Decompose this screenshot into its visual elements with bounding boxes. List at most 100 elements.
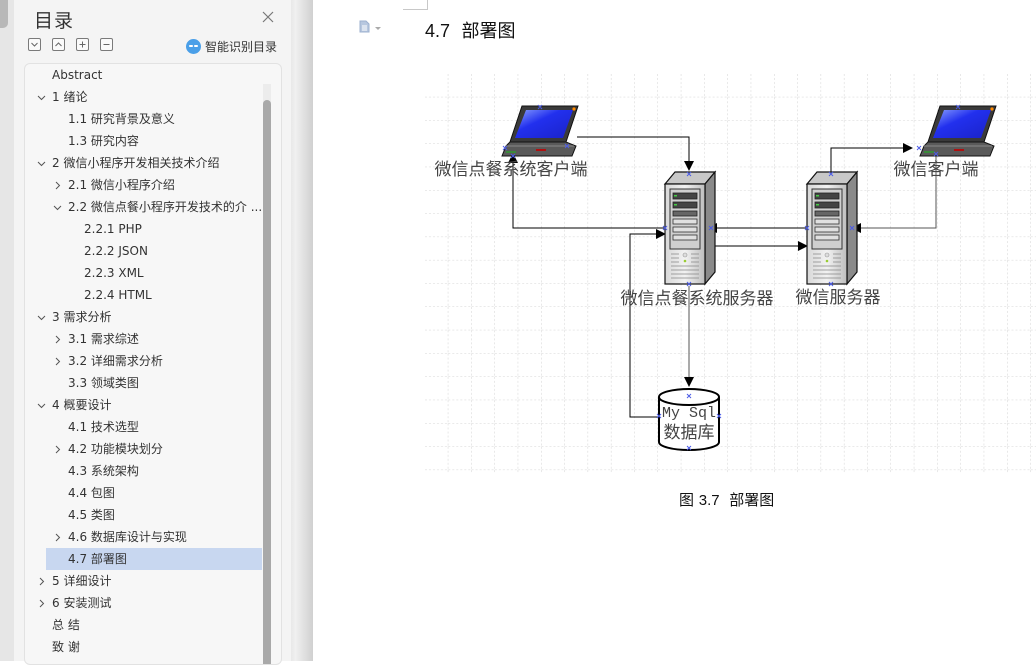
toc-item[interactable]: 1.3 研究内容 bbox=[25, 130, 263, 152]
toc-item[interactable]: 3 需求分析 bbox=[25, 306, 263, 328]
toc-item[interactable]: 2.2.1 PHP bbox=[25, 218, 263, 240]
toc-item-label: 4.7 部署图 bbox=[68, 552, 127, 566]
node-client-app[interactable]: 微信点餐系统客户端 bbox=[435, 105, 588, 180]
toc-item[interactable]: 4.3 系统架构 bbox=[25, 460, 263, 482]
figure-caption: 图 3.7 部署图 bbox=[679, 489, 774, 510]
toc-item[interactable]: 1 绪论 bbox=[25, 86, 263, 108]
toc-toolbar bbox=[28, 38, 113, 51]
toc-item-label: 4.6 数据库设计与实现 bbox=[68, 530, 187, 544]
expand-all-button[interactable] bbox=[28, 38, 41, 51]
toc-item-label: 4.4 包图 bbox=[68, 486, 115, 500]
caption-number: 3.7 bbox=[698, 492, 720, 509]
panel-resize-handle[interactable] bbox=[291, 0, 313, 661]
node-label-wechat-server: 微信服务器 bbox=[796, 288, 881, 308]
close-icon bbox=[262, 11, 274, 23]
toc-item-label: 3.3 领域类图 bbox=[68, 376, 139, 390]
toc-item[interactable]: 4.1 技术选型 bbox=[25, 416, 263, 438]
edge-db-to-app-server bbox=[629, 229, 666, 418]
toc-item[interactable]: 5 详细设计 bbox=[25, 570, 263, 592]
server-icon bbox=[806, 171, 858, 285]
toc-item-label: 6 安装测试 bbox=[52, 596, 112, 610]
toc-item[interactable]: 2.2.3 XML bbox=[25, 262, 263, 284]
toc-item[interactable]: 3.3 领域类图 bbox=[25, 372, 263, 394]
database-icon bbox=[657, 388, 720, 451]
toc-item[interactable]: 4.5 类图 bbox=[25, 504, 263, 526]
toc-item[interactable]: 2.2.2 JSON bbox=[25, 240, 263, 262]
edge-app-server-to-client bbox=[508, 153, 665, 229]
edge-wechat-server-to-wechat-client bbox=[830, 143, 913, 172]
edge-client-to-app-server bbox=[577, 136, 694, 171]
paragraph-options-button[interactable] bbox=[359, 20, 381, 33]
add-level-button[interactable] bbox=[76, 38, 89, 51]
collapse-all-button[interactable] bbox=[52, 38, 65, 51]
toc-item-label: 4.1 技术选型 bbox=[68, 420, 139, 434]
toc-item[interactable]: 4.7 部署图 bbox=[46, 548, 262, 570]
toc-title: 目录 bbox=[34, 10, 75, 32]
node-wechat-client[interactable]: 微信客户端 bbox=[894, 105, 997, 180]
toc-item-label: 2.2.3 XML bbox=[84, 266, 144, 280]
toc-item[interactable]: 2.1 微信小程序介绍 bbox=[25, 174, 263, 196]
document-icon bbox=[359, 20, 370, 33]
toc-item[interactable]: 总 结 bbox=[25, 614, 263, 636]
connection-point-markers bbox=[502, 104, 961, 451]
toc-item[interactable]: 致 谢 bbox=[25, 636, 263, 658]
chevron-down-icon[interactable] bbox=[36, 86, 48, 108]
page-corner-mark bbox=[403, 0, 428, 10]
toc-item[interactable]: 2.2.4 HTML bbox=[25, 284, 263, 306]
chevron-right-icon[interactable] bbox=[52, 328, 64, 350]
toc-item-label: Abstract bbox=[52, 68, 103, 82]
toc-item-label: 4.2 功能模块划分 bbox=[68, 442, 163, 456]
toc-item[interactable]: Abstract bbox=[25, 64, 263, 86]
toc-item[interactable]: 2.2 微信点餐小程序开发技术的介 ... bbox=[25, 196, 263, 218]
chevron-down-icon[interactable] bbox=[36, 152, 48, 174]
outer-scrollbar-track[interactable] bbox=[0, 0, 14, 661]
toc-item-label: 3.1 需求综述 bbox=[68, 332, 139, 346]
close-button[interactable] bbox=[260, 9, 276, 25]
node-wechat-server[interactable]: 微信服务器 bbox=[796, 171, 881, 308]
toc-item-label: 2.2.4 HTML bbox=[84, 288, 152, 302]
chevron-down-icon[interactable] bbox=[52, 196, 64, 218]
chevron-down-icon bbox=[31, 42, 38, 47]
chevron-right-icon[interactable] bbox=[36, 592, 48, 614]
document-page: 4.7 部署图 bbox=[313, 0, 1036, 661]
chevron-right-icon[interactable] bbox=[52, 526, 64, 548]
toc-item-label: 2.2.1 PHP bbox=[84, 222, 142, 236]
toc-item[interactable]: 2 微信小程序开发相关技术介绍 bbox=[25, 152, 263, 174]
chevron-right-icon[interactable] bbox=[52, 350, 64, 372]
chevron-right-icon[interactable] bbox=[52, 174, 64, 196]
toc-item[interactable]: 3.1 需求综述 bbox=[25, 328, 263, 350]
node-label-wechat-client: 微信客户端 bbox=[894, 160, 979, 180]
toc-scrollbar-thumb[interactable] bbox=[263, 100, 271, 664]
smart-recognize-label: 智能识别目录 bbox=[205, 40, 278, 54]
toc-item[interactable]: 1.1 研究背景及意义 bbox=[25, 108, 263, 130]
section-heading: 4.7 部署图 bbox=[425, 17, 515, 43]
toc-item[interactable]: 6 安装测试 bbox=[25, 592, 263, 614]
toc-item[interactable]: 3.2 详细需求分析 bbox=[25, 350, 263, 372]
remove-level-button[interactable] bbox=[100, 38, 113, 51]
toc-item[interactable]: 4.4 包图 bbox=[25, 482, 263, 504]
caption-prefix: 图 bbox=[679, 491, 695, 509]
toc-item[interactable]: 4.2 功能模块划分 bbox=[25, 438, 263, 460]
deployment-diagram[interactable]: 微信点餐系统客户端 微信客户端 微信点餐系统服务器 微信服务器 My Sql 数… bbox=[425, 74, 1036, 474]
toc-item-label: 3 需求分析 bbox=[52, 310, 112, 324]
dropdown-arrow-icon bbox=[375, 26, 381, 30]
toc-item-label: 总 结 bbox=[52, 618, 80, 632]
smart-recognize-toc-button[interactable]: 智能识别目录 bbox=[186, 38, 277, 55]
chevron-down-icon[interactable] bbox=[36, 394, 48, 416]
toc-item[interactable]: 4.6 数据库设计与实现 bbox=[25, 526, 263, 548]
node-label-database-line1: My Sql bbox=[662, 405, 716, 422]
node-database[interactable]: My Sql 数据库 bbox=[657, 388, 720, 451]
toc-item-label: 2.2.2 JSON bbox=[84, 244, 148, 258]
toc-item[interactable]: 4 概要设计 bbox=[25, 394, 263, 416]
node-label-database-line2: 数据库 bbox=[664, 423, 715, 443]
chevron-down-icon[interactable] bbox=[36, 306, 48, 328]
toc-item-label: 2.2 微信点餐小程序开发技术的介 ... bbox=[68, 200, 263, 214]
outer-scrollbar-thumb[interactable] bbox=[0, 0, 8, 28]
node-label-client-app: 微信点餐系统客户端 bbox=[435, 160, 588, 180]
toc-item-label: 致 谢 bbox=[52, 640, 80, 654]
chevron-right-icon[interactable] bbox=[52, 438, 64, 460]
node-app-server[interactable]: 微信点餐系统服务器 bbox=[621, 171, 774, 309]
toc-item-label: 4 概要设计 bbox=[52, 398, 112, 412]
chevron-right-icon[interactable] bbox=[36, 570, 48, 592]
